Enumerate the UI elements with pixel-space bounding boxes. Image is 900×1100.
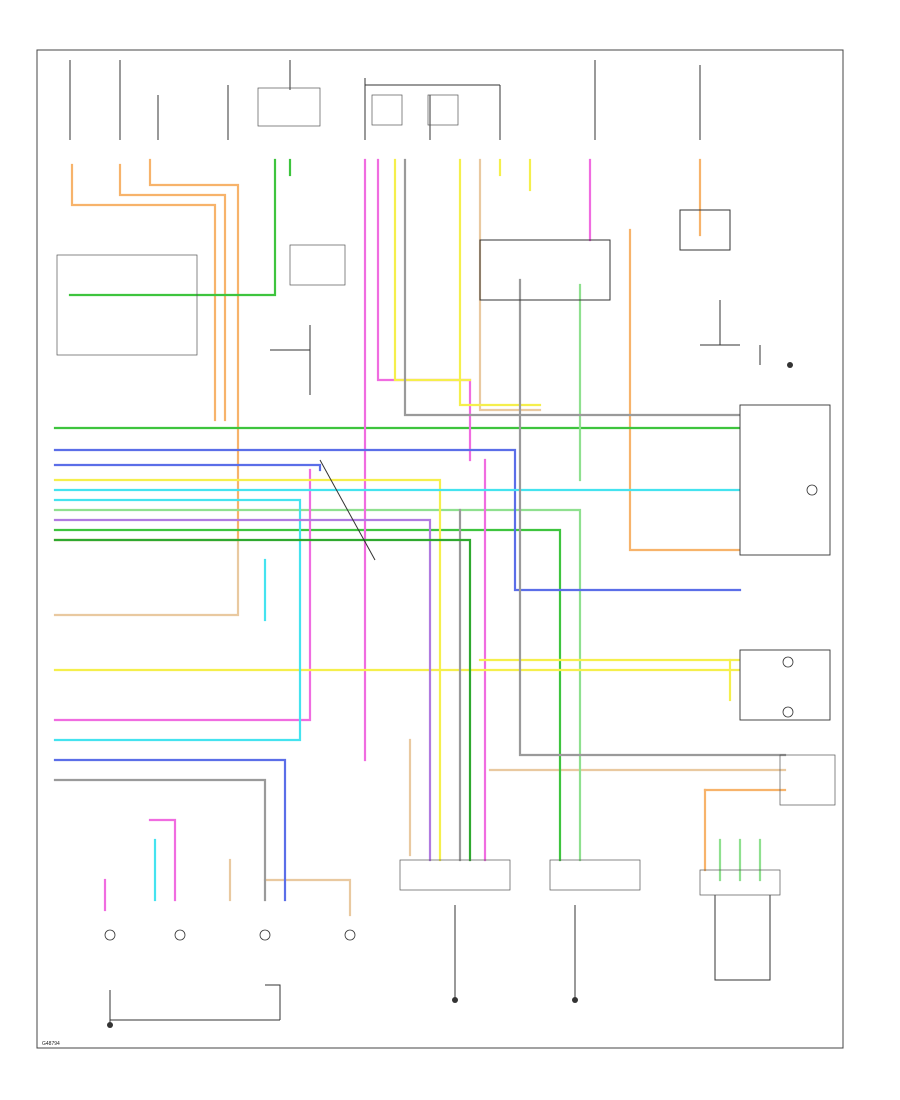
black-wires: [109, 209, 771, 1025]
lamp-symbol-br: [344, 929, 356, 941]
module-box: [779, 754, 836, 806]
sensor-box: [56, 254, 198, 356]
lamp-symbol-right: [782, 706, 794, 718]
cluster-box: [739, 404, 831, 556]
lamp-symbol-bl: [104, 929, 116, 941]
wire-layer: [53, 158, 787, 917]
footer-code: G48794: [42, 1041, 60, 1047]
connector-c2: [549, 859, 641, 891]
ground-symbols: [107, 362, 793, 1028]
connector-c1: [399, 859, 511, 891]
lamp-symbol-left: [782, 656, 794, 668]
diagram-border: [36, 49, 844, 1049]
lamp-symbol-bm: [174, 929, 186, 941]
switch-box: [289, 244, 346, 286]
lamp-symbol-bc: [259, 929, 271, 941]
connector-c3: [699, 869, 781, 896]
fuse-row: [69, 60, 701, 140]
lamp-symbol-upper: [806, 484, 818, 496]
